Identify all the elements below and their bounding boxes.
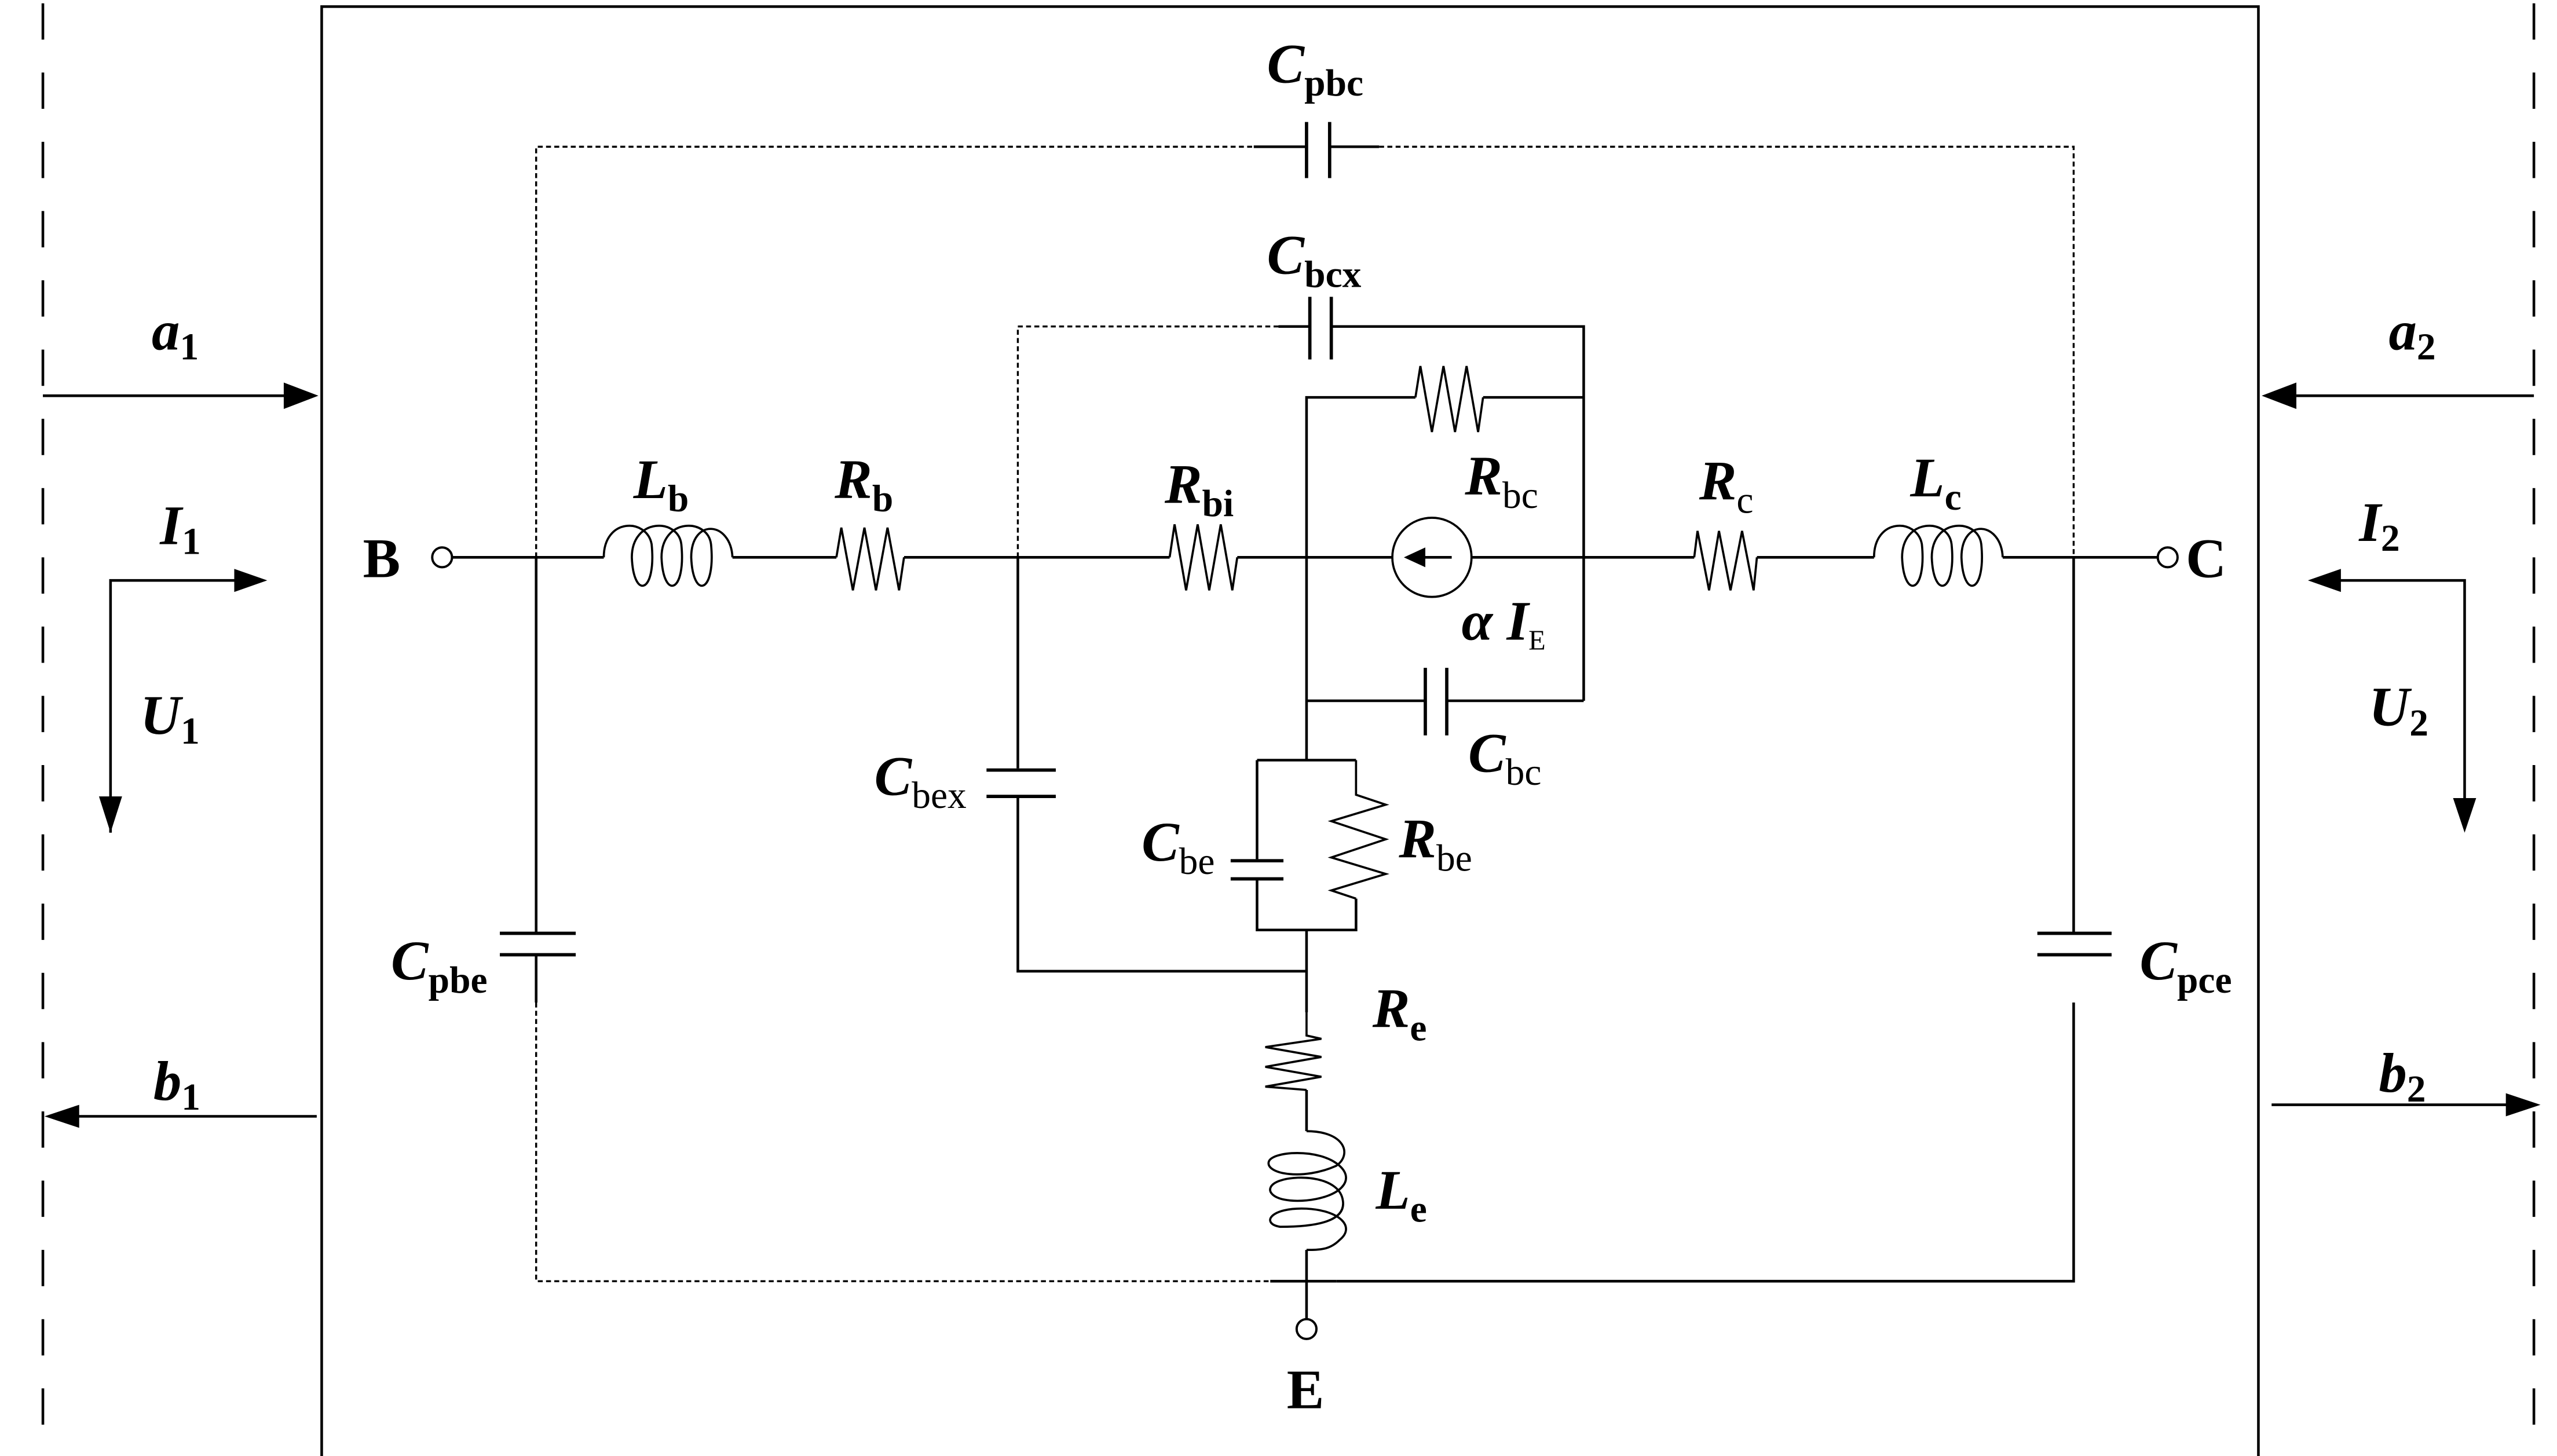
terminal-base: B	[363, 528, 453, 590]
current-source-alpha-ie: α IE	[1391, 517, 1695, 656]
port1-reflected-wave: b1	[44, 1050, 317, 1128]
arrow-right-icon	[2505, 1093, 2541, 1117]
label-cpce: Cpce	[2139, 930, 2232, 1001]
terminal-label-b: B	[363, 528, 401, 590]
inductor-lb: Lb	[602, 448, 837, 587]
label-a1: a1	[152, 300, 199, 368]
label-rc: Rc	[1699, 450, 1754, 522]
capacitor-cbc: Cbc	[1306, 668, 1584, 793]
resistor-rbi: Rbi	[1164, 453, 1393, 591]
arrow-right-icon	[234, 569, 268, 592]
port1-incident-wave: a1	[43, 300, 319, 409]
capacitor-cbcx: Cbcx	[1267, 224, 1585, 701]
arrow-left-icon	[2262, 382, 2296, 409]
label-rbc: Rbc	[1464, 445, 1538, 517]
label-cbcx: Cbcx	[1267, 224, 1362, 296]
terminal-label-e: E	[1287, 1358, 1325, 1420]
label-lc: Lc	[1909, 447, 1961, 518]
capacitor-cbex: Cbex	[875, 557, 1307, 973]
capacitor-cpbe: Cpbe	[391, 930, 576, 1003]
label-i1: I1	[159, 495, 200, 563]
resistor-rb: Rb	[834, 448, 1170, 591]
label-cpbc: Cpbc	[1267, 32, 1364, 104]
label-rb: Rb	[834, 448, 893, 520]
label-u2: U2	[2369, 676, 2428, 744]
port2-reflected-wave: b2	[2271, 1042, 2541, 1117]
label-cbc: Cbc	[1468, 722, 1541, 793]
label-le: Le	[1376, 1159, 1427, 1231]
capacitor-cpbc: Cpbc	[1267, 32, 1364, 178]
inductor-le: Le	[1267, 1130, 1427, 1319]
terminal-label-c: C	[2186, 528, 2226, 590]
parasitic-network	[535, 145, 2075, 1283]
label-u1: U1	[140, 684, 200, 752]
terminal-emitter: E	[1270, 1279, 1337, 1420]
arrow-left-icon	[1403, 547, 1426, 568]
inductor-lc: Lc	[1872, 447, 2158, 587]
label-lb: Lb	[633, 448, 689, 520]
device-boundary-box	[320, 5, 2260, 1456]
arrow-down-icon	[98, 796, 122, 833]
label-b1: b1	[153, 1050, 200, 1118]
resistor-re: Re	[1265, 978, 1427, 1132]
label-cpbe: Cpbe	[391, 930, 488, 1001]
cbe-rbe-parallel: Cbe Rbe	[1142, 759, 1472, 1013]
resistor-rbc: Rbc	[1414, 365, 1584, 517]
cbcx-wire-dotted	[1016, 325, 1279, 558]
label-cbe: Cbe	[1142, 811, 1215, 883]
label-re: Re	[1372, 978, 1427, 1049]
port1-current-voltage: I1 U1	[98, 495, 268, 833]
base-branch	[452, 556, 604, 934]
label-cbex: Cbex	[875, 745, 967, 817]
label-alpha-ie: α IE	[1462, 590, 1546, 656]
label-b2: b2	[2379, 1042, 2426, 1110]
internal-base-wire	[1305, 396, 1415, 760]
port2-incident-wave: a2	[2262, 300, 2534, 409]
terminal-collector: C	[2156, 528, 2226, 590]
label-a2: a2	[2388, 300, 2435, 368]
arrow-right-icon	[283, 382, 319, 409]
label-rbe: Rbe	[1398, 808, 1472, 880]
capacitor-cpce: Cpce	[2037, 557, 2232, 1001]
arrow-left-icon	[44, 1104, 79, 1128]
arrow-left-icon	[2307, 569, 2341, 592]
label-rbi: Rbi	[1164, 453, 1234, 525]
port2-current-voltage: I2 U2	[2307, 491, 2476, 833]
resistor-rc: Rc	[1693, 450, 1874, 591]
label-i2: I2	[2358, 491, 2399, 559]
arrow-down-icon	[2453, 798, 2476, 833]
